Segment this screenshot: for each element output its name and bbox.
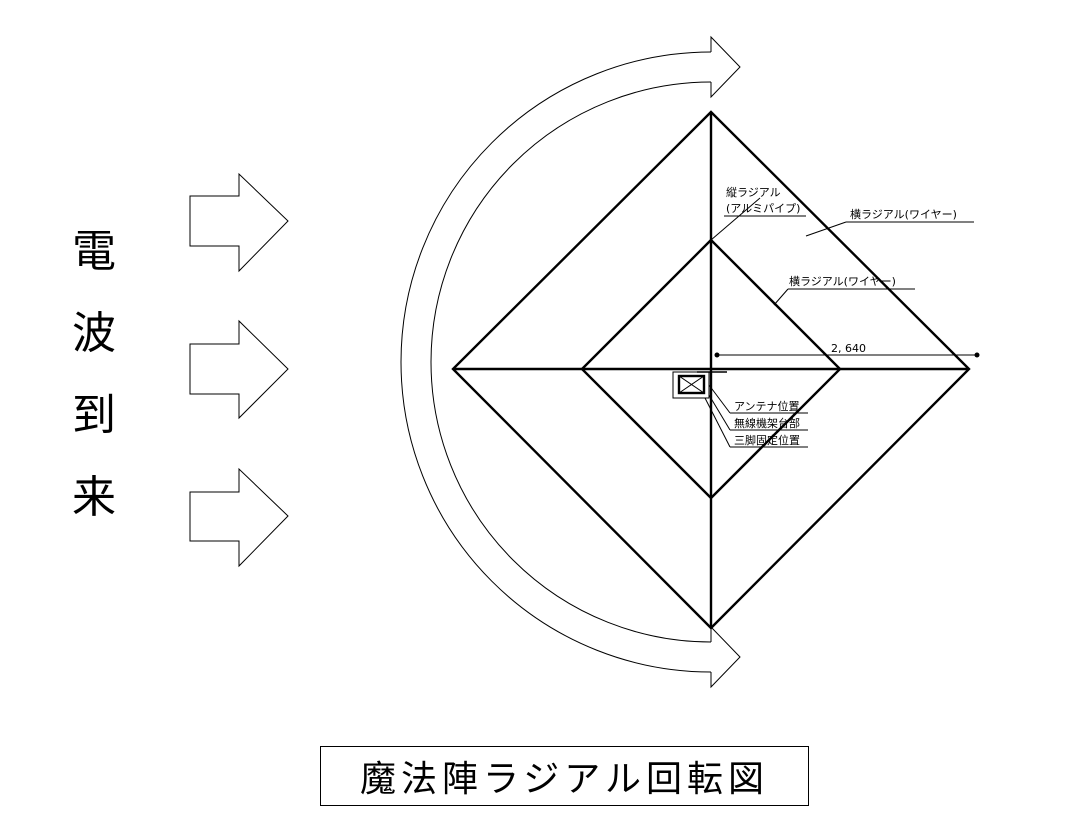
wave-arrow-1 xyxy=(189,172,289,273)
side-label-char-1: 電 xyxy=(72,226,116,277)
diagram-title-box: 魔法陣ラジアル回転図 xyxy=(320,746,809,806)
vertical-radial-label-2: (アルミパイプ) xyxy=(726,202,800,215)
leader-antenna-group xyxy=(704,384,808,448)
dimension-label: 2, 640 xyxy=(831,342,866,355)
radio-rack-label: 無線機架台部 xyxy=(734,416,800,430)
leader-vertical-radial xyxy=(710,197,806,241)
side-label-char-3: 到 xyxy=(72,390,116,441)
leader-horizontal-radial-inner xyxy=(773,288,915,306)
antenna-position-label: アンテナ位置 xyxy=(734,399,800,413)
vertical-radial-label-1: 縦ラジアル xyxy=(726,186,781,199)
horizontal-radial-inner-label: 横ラジアル(ワイヤー) xyxy=(789,274,896,288)
tripod-fixed-label: 三脚固定位置 xyxy=(734,433,800,447)
leader-horizontal-radial-outer xyxy=(805,221,974,237)
wave-arrow-2 xyxy=(189,319,289,420)
rotation-arrow xyxy=(400,35,741,689)
side-label-char-2: 波 xyxy=(72,308,116,359)
side-label-char-4: 来 xyxy=(72,472,116,523)
antenna-rack-box xyxy=(672,371,727,399)
wave-arrow-3 xyxy=(189,467,289,568)
horizontal-radial-outer-label: 横ラジアル(ワイヤー) xyxy=(850,207,957,221)
diagram-title: 魔法陣ラジアル回転図 xyxy=(360,759,769,800)
dimension-line xyxy=(714,352,980,358)
